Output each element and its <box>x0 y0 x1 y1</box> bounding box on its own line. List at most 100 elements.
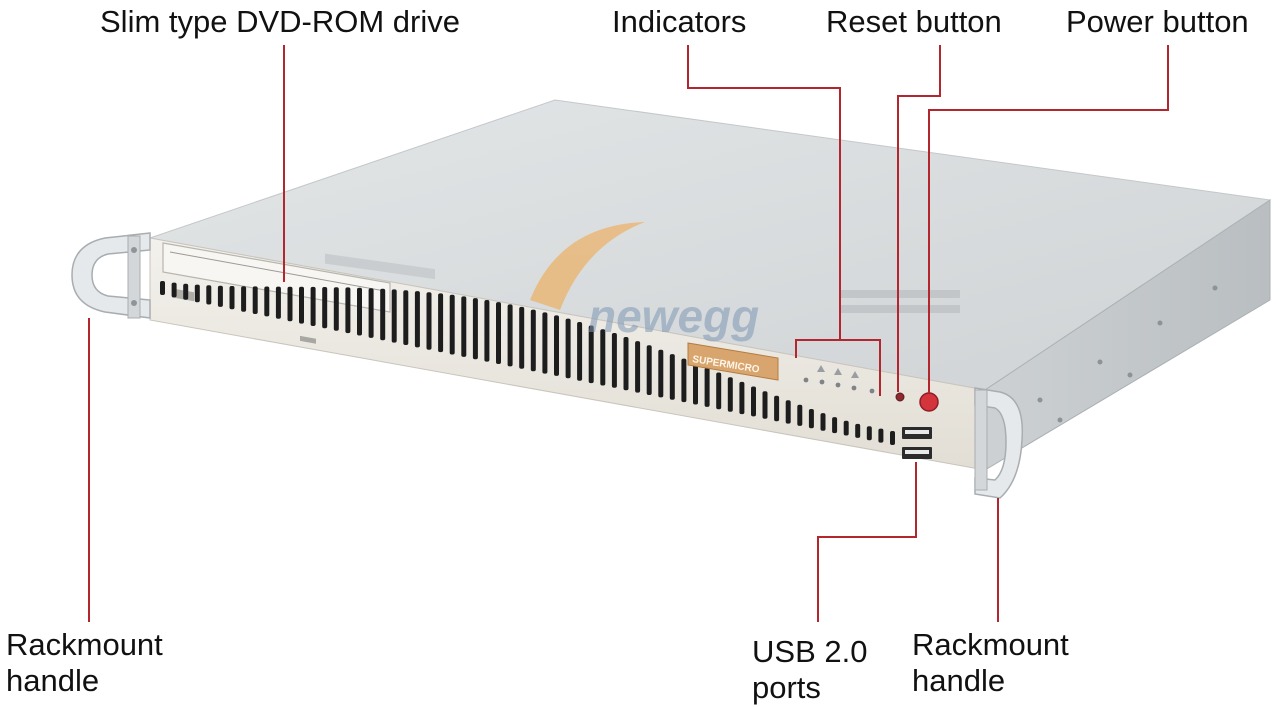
callout-rackmount-right-line1: Rackmount <box>912 627 1069 662</box>
callout-power-button-text: Power button <box>1066 4 1249 39</box>
vent-slot <box>716 372 722 410</box>
vent-slot <box>774 395 780 422</box>
vent-slot <box>310 286 316 326</box>
dvd-logo-icon <box>172 288 194 302</box>
callout-usb-ports-line2: ports <box>752 670 821 705</box>
vent-slot <box>600 329 606 386</box>
vent-slot <box>808 409 814 429</box>
vent-slot <box>217 285 223 307</box>
leader-line-indicators-bracket <box>795 339 881 396</box>
vent-slot <box>461 296 467 357</box>
vent-slot <box>890 431 895 445</box>
indicator-icons <box>817 365 859 378</box>
vent-slot <box>519 306 525 369</box>
vent-slot <box>843 420 849 436</box>
vent-slot <box>820 413 826 431</box>
vent-slot <box>762 391 768 419</box>
vent-slot <box>530 309 536 372</box>
callout-rackmount-left-line1: Rackmount <box>6 627 163 662</box>
vent-slot <box>194 284 200 303</box>
front-ventilation-grille <box>160 281 895 445</box>
vent-slot <box>206 285 212 305</box>
vent-slot <box>751 386 756 417</box>
vent-slot <box>669 354 675 400</box>
vent-slot <box>866 426 872 441</box>
vent-slot <box>287 286 293 322</box>
vent-slot <box>171 282 177 298</box>
vent-slot <box>322 287 328 329</box>
callout-usb-ports: USB 2.0 ports <box>752 634 867 706</box>
vent-slot <box>797 404 803 426</box>
vent-slot <box>368 288 374 338</box>
vent-slot <box>554 315 559 376</box>
vent-slot <box>241 286 247 312</box>
vent-slot <box>299 286 304 324</box>
vent-slot <box>183 283 189 300</box>
callout-rackmount-right: Rackmount handle <box>912 627 1069 699</box>
callout-usb-ports-line1: USB 2.0 <box>752 634 868 669</box>
leader-line-power <box>928 45 1169 393</box>
dvd-drive-slot <box>169 251 386 292</box>
callout-indicators-text: Indicators <box>612 4 747 39</box>
leader-lines <box>88 45 1169 622</box>
vent-slot <box>333 287 339 331</box>
callout-rackmount-left: Rackmount handle <box>6 627 163 699</box>
reset-button-icon <box>895 392 905 402</box>
side-screw-holes <box>1037 285 1218 423</box>
vent-slot <box>496 302 501 364</box>
vent-slot <box>727 377 733 412</box>
callout-reset-button: Reset button <box>826 4 1002 40</box>
vent-slot <box>414 291 420 348</box>
vent-slot <box>426 292 432 350</box>
vent-slot <box>832 417 838 434</box>
vent-slot <box>611 333 617 388</box>
callout-indicators: Indicators <box>612 4 746 40</box>
callout-rackmount-right-line2: handle <box>912 663 1006 698</box>
vent-slot <box>704 367 710 407</box>
vent-slot <box>472 298 478 360</box>
callout-dvd-drive-text: Slim type DVD-ROM drive <box>100 4 460 39</box>
lid-vent-marks <box>840 290 960 313</box>
vent-slot <box>658 349 664 398</box>
vent-slot <box>391 289 397 343</box>
vent-slot <box>438 293 444 353</box>
vent-slot <box>739 381 745 415</box>
vent-slot <box>588 325 594 384</box>
power-button-icon <box>919 392 939 412</box>
vent-slot <box>693 363 698 405</box>
rackmount-handle-left-icon <box>71 232 151 319</box>
leader-line-indicators <box>687 45 841 340</box>
callout-reset-button-text: Reset button <box>826 4 1002 39</box>
vent-slot <box>264 286 270 317</box>
vent-slot <box>681 358 687 403</box>
vent-slot <box>357 287 362 336</box>
dvd-eject-button <box>300 335 316 344</box>
vent-slot <box>403 290 409 345</box>
vent-slot <box>855 423 861 438</box>
vent-slot <box>507 304 513 367</box>
vent-slot <box>345 287 351 334</box>
vent-slot <box>635 341 641 393</box>
dvd-drive-tray <box>162 242 391 313</box>
callout-rackmount-left-line2: handle <box>6 663 100 698</box>
vent-slot <box>623 337 629 391</box>
vent-slot <box>646 345 652 395</box>
vent-slot <box>380 288 386 341</box>
vent-slot <box>160 281 165 295</box>
vent-slot <box>484 300 490 362</box>
usb-ports-icon <box>902 427 932 459</box>
leader-line-usb <box>817 462 917 622</box>
vent-slot <box>878 428 884 443</box>
vent-slot <box>565 318 571 379</box>
newegg-watermark: newegg <box>530 222 759 342</box>
vent-slot <box>785 400 791 424</box>
lid-emboss-mark <box>325 253 435 280</box>
vent-slot <box>252 286 258 314</box>
leader-line-reset <box>897 45 941 392</box>
vent-slot <box>449 294 455 355</box>
vent-slot <box>229 286 235 310</box>
watermark-text: newegg <box>588 290 759 342</box>
indicator-leds <box>803 377 875 394</box>
vent-slot <box>275 286 281 319</box>
